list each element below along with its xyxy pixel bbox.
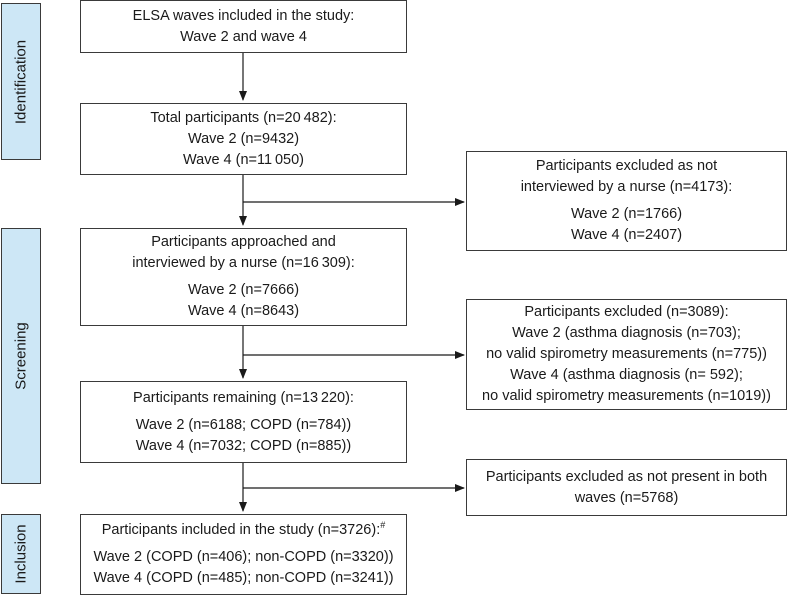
box-excluded-spirometry-line1: Participants excluded (n=3089): [524, 304, 729, 320]
box-remaining-line2: Wave 2 (n=6188; COPD (n=784)) [135, 416, 352, 433]
box-total-participants: Total participants (n=20 482): Wave 2 (n… [80, 103, 407, 175]
box-elsa-waves: ELSA waves included in the study: Wave 2… [80, 0, 407, 53]
box-remaining-line3: Wave 4 (n=7032; COPD (n=885)) [135, 437, 352, 454]
box-approached-line3: Wave 2 (n=7666) [187, 282, 300, 298]
box-remaining-line1: Participants remaining (n=13 220): [133, 389, 354, 406]
side-label-screening: Screening [1, 228, 41, 484]
box-excluded-nurse-line2: interviewed by a nurse (n=4173): [520, 179, 733, 195]
box-total-line3: Wave 4 (n=11 050) [183, 151, 304, 168]
box-excluded-waves-line1: Participants excluded as not present in … [485, 468, 768, 485]
box-elsa-waves-line1: ELSA waves included in the study: [132, 7, 355, 24]
box-excluded-nurse-line3: Wave 2 (n=1766) [570, 206, 683, 222]
box-excluded-waves: Participants excluded as not present in … [466, 459, 787, 516]
box-excluded-nurse-line1: Participants excluded as not [535, 158, 718, 174]
box-total-line1: Total participants (n=20 482): [150, 109, 337, 126]
box-included-line1: Participants included in the study (n=37… [101, 522, 381, 538]
box-approached-line4: Wave 4 (n=8643) [187, 303, 300, 319]
box-excluded-nurse: Participants excluded as not interviewed… [466, 151, 787, 251]
box-excluded-spirometry-line2: Wave 2 (asthma diagnosis (n=703); [512, 325, 741, 341]
box-excluded-spirometry: Participants excluded (n=3089): Wave 2 (… [466, 299, 787, 410]
box-approached-line1: Participants approached and [151, 234, 336, 250]
box-included-line3: Wave 4 (COPD (n=485); non-COPD (n=3241)) [93, 570, 394, 586]
box-elsa-waves-line2: Wave 2 and wave 4 [180, 28, 307, 45]
box-excluded-spirometry-line3: no valid spirometry measurements (n=775)… [486, 346, 767, 362]
box-total-line2: Wave 2 (n=9432) [187, 130, 300, 147]
box-excluded-waves-line2: waves (n=5768) [574, 489, 679, 506]
box-included-line1-wrap: Participants included in the study (n=37… [102, 520, 386, 541]
box-remaining: Participants remaining (n=13 220): Wave … [80, 381, 407, 463]
box-excluded-nurse-line4: Wave 4 (n=2407) [570, 227, 683, 243]
side-label-identification: Identification [1, 3, 41, 160]
box-approached: Participants approached and interviewed … [80, 228, 407, 326]
box-approached-line2: interviewed by a nurse (n=16 309): [132, 255, 355, 271]
box-included-line2: Wave 2 (COPD (n=406); non-COPD (n=3320)) [93, 549, 394, 565]
box-excluded-spirometry-line4: Wave 4 (asthma diagnosis (n= 592); [510, 367, 743, 383]
box-included-footnote-mark: # [380, 520, 386, 531]
side-label-inclusion: Inclusion [1, 514, 41, 594]
box-included: Participants included in the study (n=37… [80, 514, 407, 595]
box-excluded-spirometry-line5: no valid spirometry measurements (n=1019… [482, 388, 771, 404]
